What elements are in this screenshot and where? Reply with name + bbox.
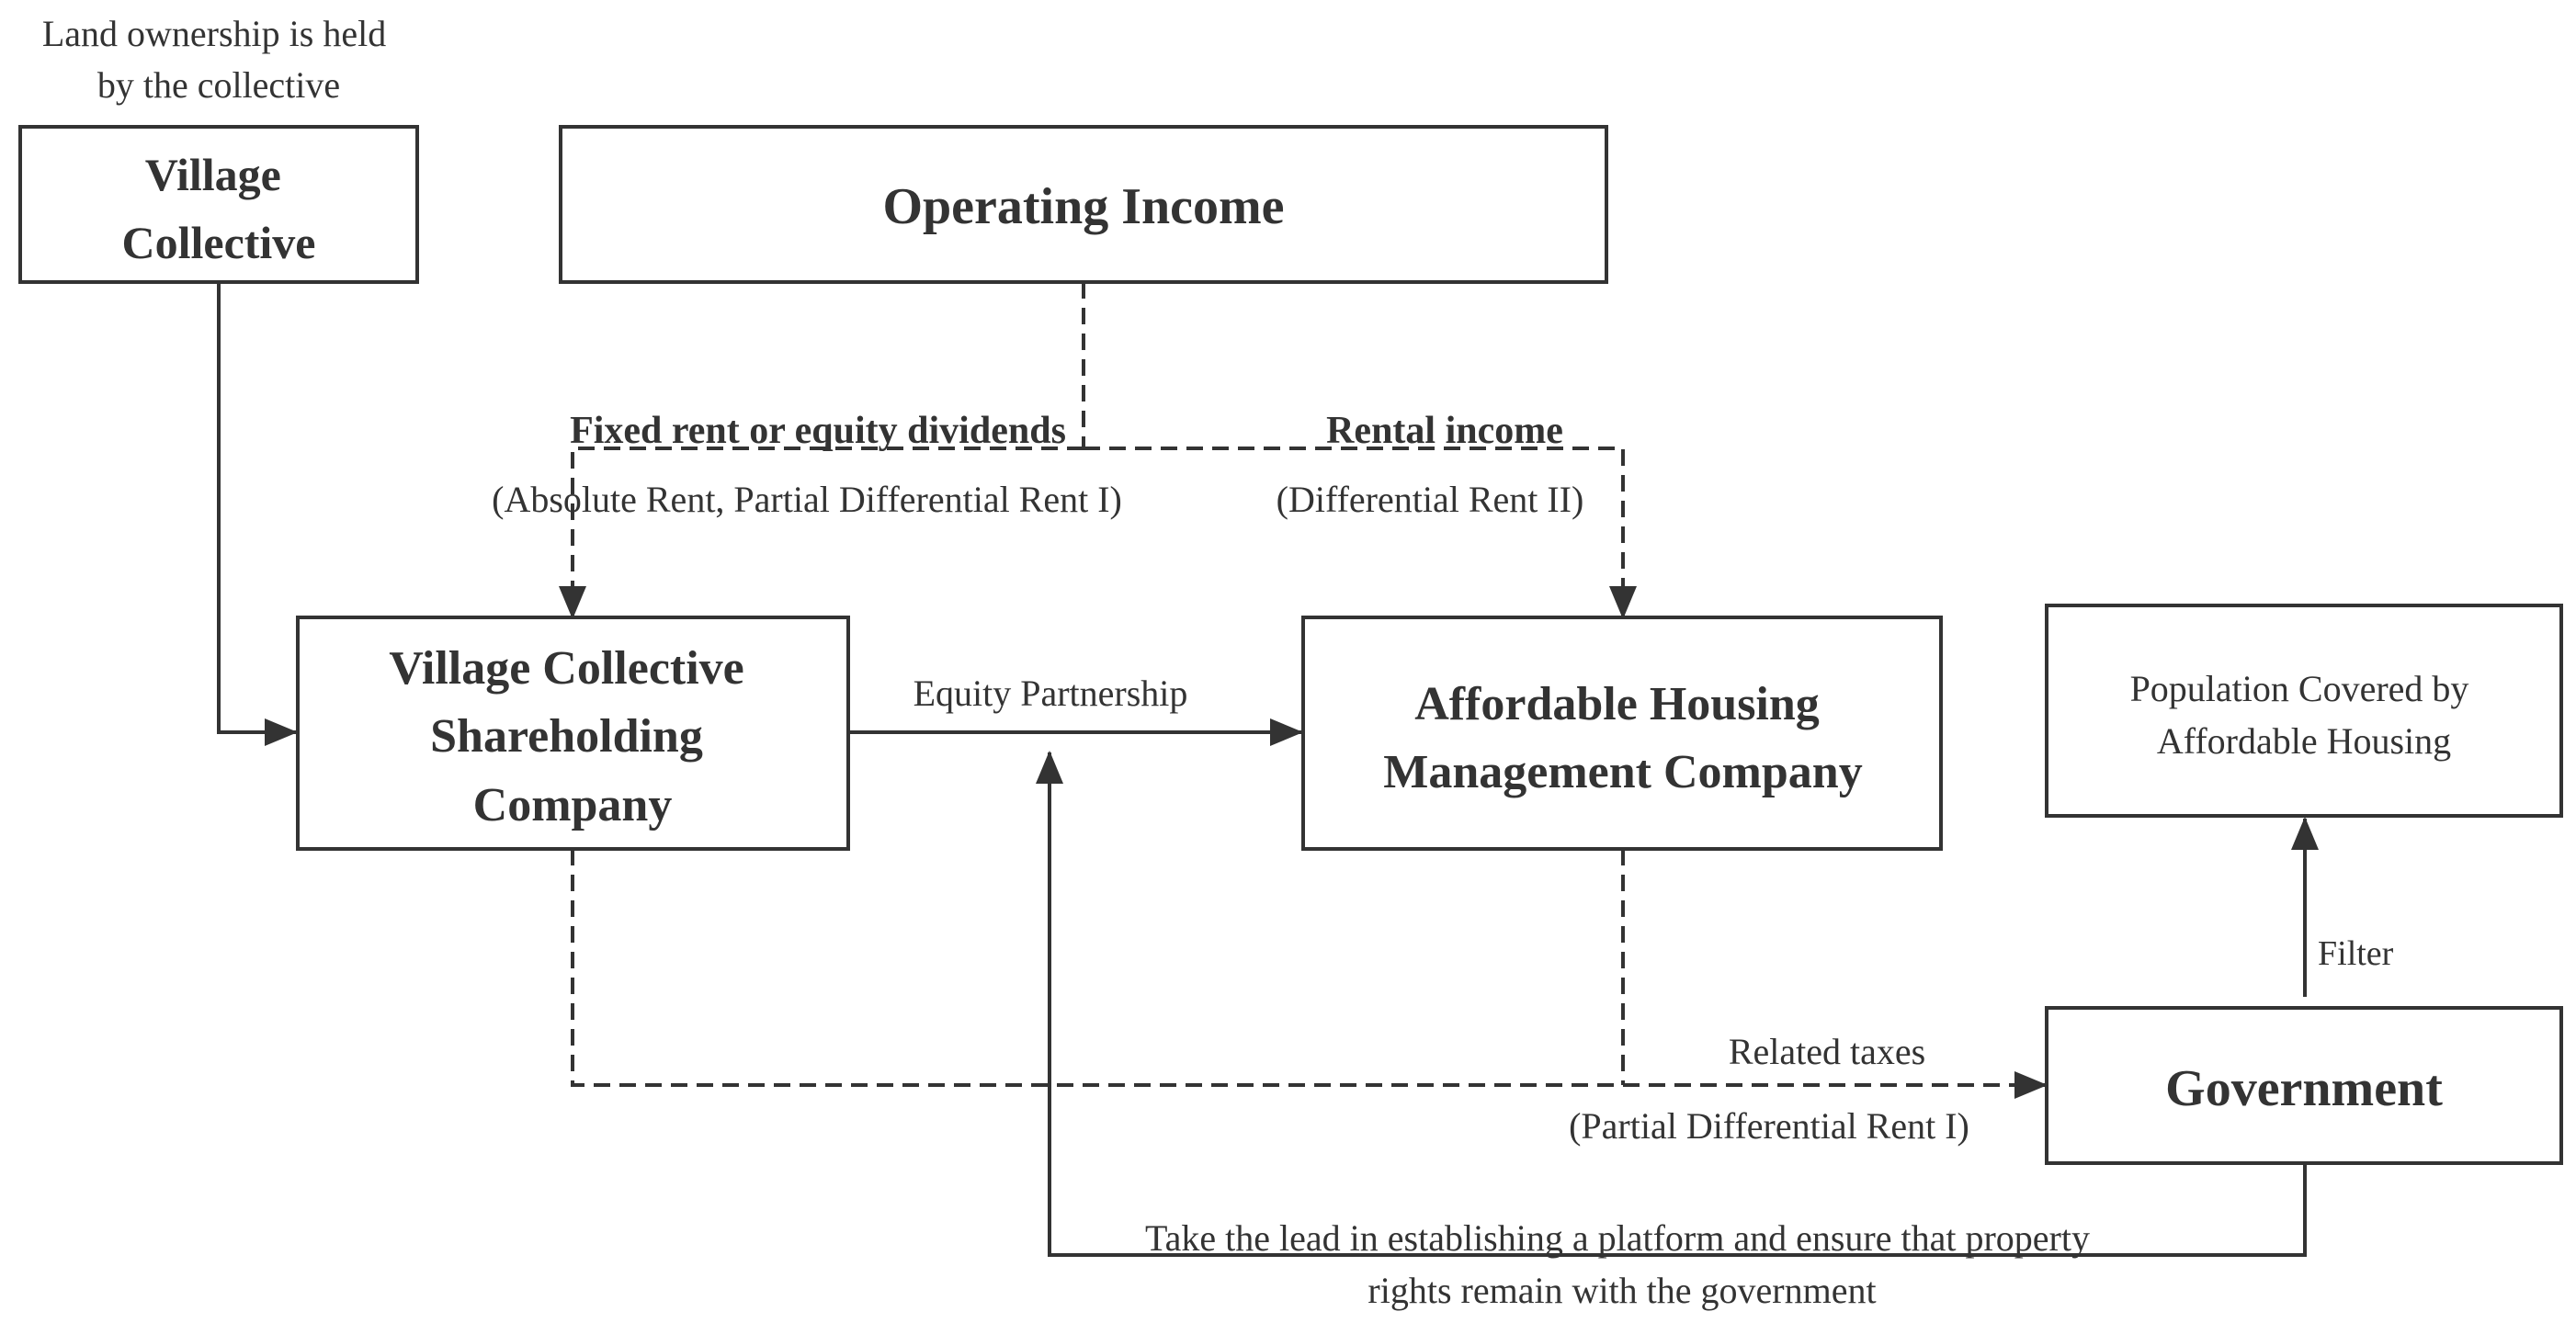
node-housing-management: Affordable Housing Management Company <box>1301 616 1943 851</box>
label-filter: Filter <box>2318 934 2394 973</box>
node-village-collective-line-1: Village <box>145 149 281 200</box>
edge-shareholding-to-government <box>571 849 2048 1099</box>
svg-text:Village Collective: Village Collective <box>121 149 315 268</box>
svg-text:Government: Government <box>2165 1060 2443 1117</box>
label-fixed-rent-note: (Absolute Rent, Partial Differential Ren… <box>492 479 1122 520</box>
node-shareholding-company-line-3: Company <box>473 779 673 831</box>
node-operating-income-line-1: Operating Income <box>882 178 1284 235</box>
node-operating-income: Operating Income <box>559 125 1608 284</box>
node-shareholding-company: Village Collective Shareholding Company <box>296 616 850 851</box>
edge-government-platform <box>1036 751 2307 1257</box>
node-population-covered: Population Covered by Affordable Housing <box>2045 604 2563 818</box>
svg-text:Operating Income: Operating Income <box>882 178 1284 235</box>
node-village-collective: Village Collective <box>18 125 419 284</box>
node-housing-management-line-1: Affordable Housing <box>1414 678 1820 730</box>
label-fixed-rent: Fixed rent or equity dividends <box>570 410 1066 452</box>
node-shareholding-company-line-2: Shareholding <box>430 710 703 763</box>
label-rental-income-note: (Differential Rent II) <box>1277 479 1584 520</box>
svg-text:Take the lead in establishing: Take the lead in establishing a platform… <box>1145 1217 2099 1311</box>
svg-text:Affordable Housing Manag: Affordable Housing Management Company <box>1383 678 1862 798</box>
node-housing-management-line-2: Management Company <box>1383 746 1862 798</box>
label-equity-partnership: Equity Partnership <box>914 673 1188 714</box>
svg-text:Population Covered by Af: Population Covered by Affordable Housing <box>2130 668 2479 762</box>
label-related-taxes: Related taxes <box>1729 1031 1925 1072</box>
node-shareholding-company-line-1: Village Collective <box>389 642 744 695</box>
node-village-collective-line-2: Collective <box>121 217 315 268</box>
svg-text:Land ownership is held by: Land ownership is held by the collective <box>42 13 395 106</box>
edge-operating-to-housing <box>1084 447 1637 619</box>
label-related-taxes-note: (Partial Differential Rent I) <box>1569 1105 1969 1147</box>
svg-text:Village Collective Share: Village Collective Shareholding Company <box>389 642 756 831</box>
node-government-line-1: Government <box>2165 1060 2443 1117</box>
label-land-ownership-line-1: Land ownership is held <box>42 13 386 54</box>
label-land-ownership-line-2: by the collective <box>97 64 340 106</box>
node-government: Government <box>2045 1006 2563 1165</box>
label-platform-line-2: rights remain with the government <box>1367 1270 1876 1311</box>
node-population-covered-line-2: Affordable Housing <box>2157 720 2451 762</box>
label-rental-income: Rental income <box>1326 410 1563 452</box>
edge-village-to-shareholding <box>217 282 298 746</box>
label-platform-line-1: Take the lead in establishing a platform… <box>1145 1217 2090 1259</box>
edge-operating-to-shareholding <box>559 447 1084 619</box>
node-population-covered-line-1: Population Covered by <box>2130 668 2469 709</box>
